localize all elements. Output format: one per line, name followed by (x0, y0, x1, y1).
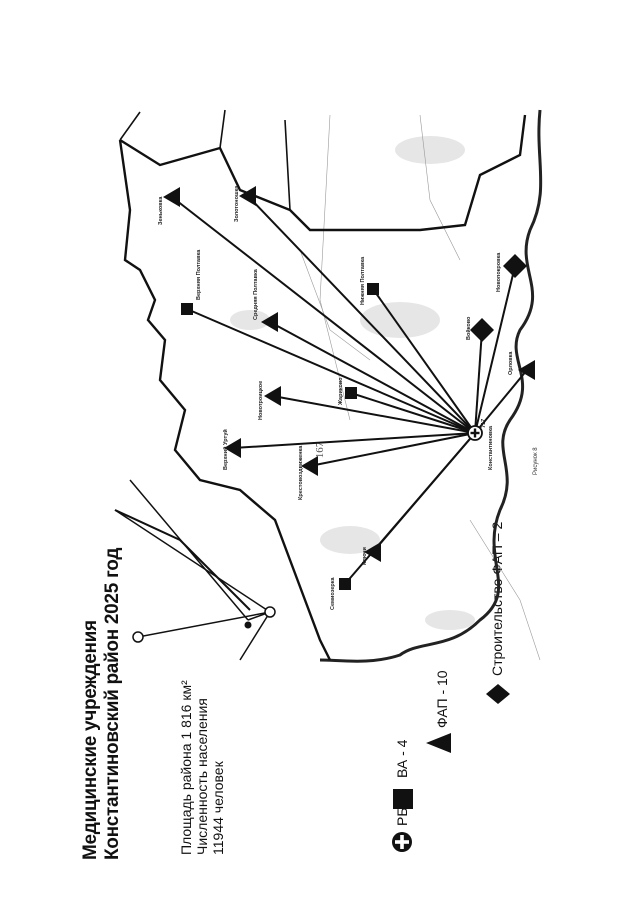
fap-marker-srednyaya-poltavka (261, 312, 278, 332)
hospital-marker (467, 425, 483, 441)
diamond-marker-voykovo (470, 318, 494, 342)
roads (299, 114, 541, 661)
label-novopokrovka: Новопокровка (496, 252, 502, 292)
fap-marker-zolotonoshka (239, 186, 256, 206)
label-zenkovka: Зеньковка (158, 196, 164, 225)
label-verkhny-urtuy: Верхний Уртуй (222, 429, 229, 470)
fap-marker-novotroitskoe (264, 386, 281, 406)
va-marker-verkhnyaya-poltavka (181, 303, 193, 315)
inset-network (114, 479, 271, 661)
label-semiozerka: Семиозерка (330, 576, 336, 610)
figure-caption: Рисунок 8 (533, 447, 539, 475)
label-voykovo: Войково (465, 316, 472, 340)
label-novotroitskoe: Новотроицкое (258, 381, 264, 420)
label-nizhnyaya-poltavka: Нижняя Полтавка (360, 256, 366, 305)
label-zharikovo: Жариково (338, 377, 344, 406)
va-marker-semiozerka (339, 578, 351, 590)
fap-marker-verkhny-urtuy (224, 438, 241, 458)
triangle-icon (426, 733, 451, 753)
label-konstantinovka: Константиновка (488, 425, 494, 470)
fap-marker-orlovka (518, 360, 535, 380)
hospital-cross-icon (392, 832, 412, 852)
neighbor-border (119, 109, 291, 211)
va-marker-zharikovo (345, 387, 357, 399)
diamond-marker-novopokrovka (503, 254, 527, 278)
square-icon (393, 789, 413, 809)
place-labels: Зеньковка Золотоношка Верхняя Полтавка Н… (158, 185, 539, 610)
label-zolotonoshka: Золотоношка (234, 185, 240, 222)
label-klyuchi: Ключи (362, 547, 368, 565)
diamond-icon (486, 684, 510, 704)
inset-markers (132, 606, 276, 643)
label-krestovozdvizhenka: Крестовоздвиженка (298, 445, 304, 500)
label-srednyaya-poltavka: Средняя Полтавка (253, 268, 259, 320)
connection-lines (171, 195, 528, 585)
label-717: 717 (481, 419, 487, 428)
fap-marker-krestovozdvizhenka (301, 456, 318, 476)
fap-marker-zenkovka (163, 187, 180, 207)
label-orlovka: Орловка (508, 351, 514, 375)
terrain-texture (230, 136, 475, 630)
district-border (118, 114, 527, 661)
label-verkhnyaya-poltavka: Верхняя Полтавка (196, 249, 202, 300)
fap-marker-klyuchi (364, 542, 381, 562)
river (319, 109, 543, 663)
va-marker-nizhnyaya-poltavka (367, 283, 379, 295)
map-markers (163, 186, 535, 590)
